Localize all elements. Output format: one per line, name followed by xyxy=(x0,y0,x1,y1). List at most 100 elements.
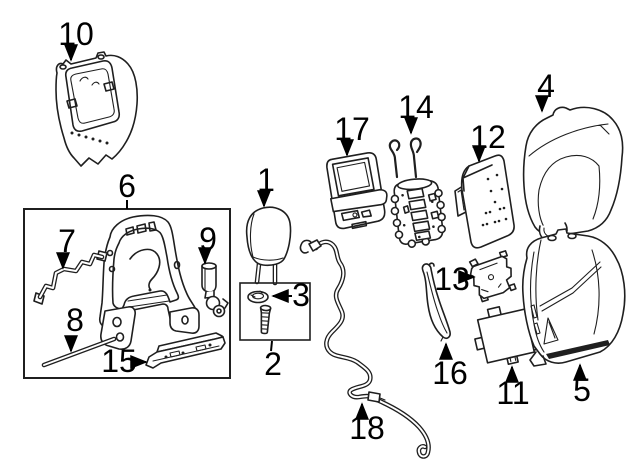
harness-connector-tail xyxy=(379,397,386,401)
callout-7: 7 xyxy=(56,223,76,270)
callout-5: 5 xyxy=(573,363,591,408)
callout-8: 8 xyxy=(64,302,84,353)
part-wiring-harness xyxy=(299,239,431,459)
heater-tab-line xyxy=(457,189,465,211)
part-seat-back-frame xyxy=(98,214,200,350)
actuator-cap xyxy=(201,262,217,270)
cover-chevron-seams xyxy=(539,261,602,312)
lumbar-ladder xyxy=(406,187,432,242)
trim-inner-line xyxy=(426,271,448,334)
callout-16: 16 xyxy=(432,342,468,391)
headrest-post-left-inner xyxy=(256,263,260,283)
callout-8-label: 8 xyxy=(66,302,84,338)
cover-slots xyxy=(530,304,541,335)
trim-bottom-notch xyxy=(440,336,444,342)
lumbar-side-tabs xyxy=(402,192,440,220)
bracket13-tabs xyxy=(468,250,517,303)
part-seat-back-cover xyxy=(521,228,626,367)
crossbar-inner-line xyxy=(152,345,220,362)
part-tension-rod xyxy=(41,336,117,368)
heater-perforations xyxy=(481,173,508,227)
harness-wire-inner xyxy=(315,240,430,458)
trim-top-hook xyxy=(428,262,435,267)
callout-15: 15 xyxy=(101,343,148,379)
heater-fold xyxy=(462,164,493,192)
panel-rivet-dots xyxy=(70,131,109,145)
actuator-gear-hub xyxy=(216,308,222,314)
lumbar-lobe xyxy=(390,194,400,204)
part-wire-guide-bracket xyxy=(33,250,108,305)
cushion-top-seam xyxy=(528,123,610,157)
module-screen xyxy=(336,161,371,192)
frame-right-foot xyxy=(169,307,200,334)
bracket-wire-outer xyxy=(37,252,105,300)
lumbar-lobe xyxy=(390,206,400,216)
lumbar-rods xyxy=(388,137,422,179)
module-lower-slots xyxy=(340,209,372,222)
callout-17: 17 xyxy=(334,111,370,157)
part-headrest-grommet xyxy=(247,290,269,304)
hardware-kit-box xyxy=(239,282,311,341)
harness-connector-bottom xyxy=(367,391,381,403)
callout-4-label: 4 xyxy=(537,68,555,104)
module-button xyxy=(352,212,358,218)
panel-inner-frame-2 xyxy=(70,68,115,124)
cushion-center-seam xyxy=(537,154,601,228)
callout-6: 6 xyxy=(118,168,136,209)
panel-clip-slots xyxy=(66,81,115,109)
frame-hole-3 xyxy=(173,260,181,270)
rod-inner xyxy=(43,338,115,366)
frame-right-foot-hole xyxy=(181,315,189,325)
cover-clip-1 xyxy=(547,234,557,242)
part-seat-back-module xyxy=(326,152,388,230)
callout-1: 1 xyxy=(257,162,275,208)
callout-10-label: 10 xyxy=(58,16,94,52)
panel-curl-marks xyxy=(79,76,100,86)
part-side-trim xyxy=(421,262,451,342)
callout-9-label: 9 xyxy=(199,221,217,257)
callout-11-label: 11 xyxy=(496,375,529,411)
callout-12: 12 xyxy=(470,119,506,163)
callout-13: 13 xyxy=(434,261,476,297)
lumbar-lobe xyxy=(394,230,404,240)
callout-18-label: 18 xyxy=(349,410,385,446)
callout-12-label: 12 xyxy=(470,119,506,155)
cover-bottom-foot xyxy=(529,351,547,367)
lumbar-lobe xyxy=(436,200,445,210)
bracket13-lines xyxy=(479,262,502,293)
headrest-pad xyxy=(245,206,292,267)
bolt-threads xyxy=(260,312,270,330)
module-shelf xyxy=(329,188,388,213)
callout-13-label: 13 xyxy=(434,261,470,297)
lumbar-dots xyxy=(401,193,435,239)
actuator-gear-2 xyxy=(212,304,226,318)
crossbar-slots xyxy=(169,344,207,358)
callout-14: 14 xyxy=(398,89,434,135)
callout-17-label: 17 xyxy=(334,111,370,147)
callout-16-label: 16 xyxy=(432,355,468,391)
lumbar-body xyxy=(390,178,446,248)
callout-18: 18 xyxy=(349,402,385,446)
bracket13-hole xyxy=(487,274,495,281)
part-lower-crossbar xyxy=(145,332,226,369)
lumbar-lobe xyxy=(392,218,402,228)
panel-outline xyxy=(55,51,139,167)
frame-lower-panel-lines xyxy=(127,294,170,308)
actuator-arm xyxy=(222,298,229,309)
callout-3: 3 xyxy=(271,277,310,313)
callouts: 1 2 3 4 5 6 7 8 xyxy=(56,16,591,446)
panel-clip-hole-left xyxy=(59,64,67,70)
cover-outline xyxy=(521,228,626,364)
headrest-seams xyxy=(249,213,284,261)
frame-left-foot-hole-1 xyxy=(112,316,122,328)
callout-2-leader xyxy=(270,340,273,352)
frame-guide-slots xyxy=(125,221,157,236)
callout-9: 9 xyxy=(198,221,217,265)
pad11-divot xyxy=(509,355,517,363)
cover-bottom-welt xyxy=(546,340,610,359)
part-recliner-actuator xyxy=(201,262,229,318)
bracket-wire-inner xyxy=(39,254,103,298)
callout-14-label: 14 xyxy=(398,89,434,125)
part-shoulder-bolt xyxy=(259,304,272,335)
